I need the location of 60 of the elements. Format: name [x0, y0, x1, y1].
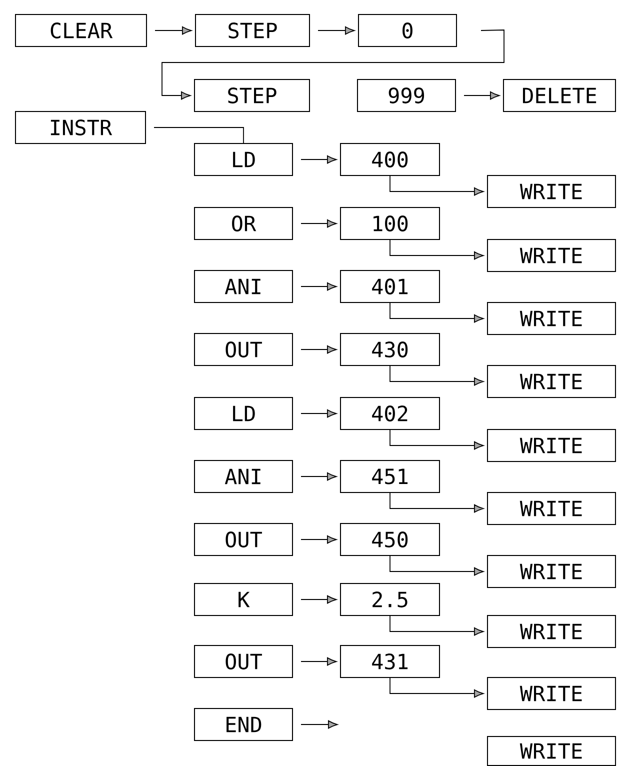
key-box: WRITE	[487, 175, 616, 208]
arrow	[318, 26, 355, 35]
key-box: LD	[194, 397, 293, 430]
key-box: 400	[340, 143, 440, 176]
arrow	[390, 678, 484, 698]
key-box: 450	[340, 523, 440, 556]
arrow	[300, 155, 337, 164]
arrow	[390, 492, 484, 513]
key-box: WRITE	[487, 615, 616, 648]
arrow	[390, 556, 484, 576]
key-box: WRITE	[487, 677, 616, 710]
key-box: WRITE	[487, 736, 616, 766]
arrow	[300, 595, 337, 604]
key-box: INSTR	[15, 111, 146, 144]
key-box: WRITE	[487, 555, 616, 588]
arrow	[154, 26, 192, 35]
key-box: 430	[340, 333, 440, 366]
arrow	[390, 430, 484, 450]
key-box: 402	[340, 397, 440, 430]
arrow	[390, 176, 484, 196]
arrow	[162, 30, 504, 100]
arrow	[390, 240, 484, 260]
key-box: STEP	[194, 79, 310, 112]
key-box: WRITE	[487, 239, 616, 272]
connector-line	[154, 127, 244, 144]
arrow	[390, 616, 484, 636]
arrow	[464, 91, 500, 100]
key-box: OR	[194, 207, 293, 240]
key-box: OUT	[194, 523, 293, 556]
key-box: OUT	[194, 645, 293, 678]
key-box: STEP	[195, 14, 310, 47]
key-box: WRITE	[487, 302, 616, 335]
key-box: WRITE	[487, 365, 616, 398]
key-box: 999	[357, 79, 456, 112]
key-box: ANI	[194, 460, 293, 493]
key-box: 100	[340, 207, 440, 240]
key-box: 451	[340, 460, 440, 493]
key-box: OUT	[194, 333, 293, 366]
key-box: K	[194, 583, 293, 616]
key-box: ANI	[194, 270, 293, 303]
key-box: LD	[194, 143, 293, 176]
arrow	[300, 535, 337, 544]
arrow	[300, 720, 338, 729]
key-box: CLEAR	[15, 14, 147, 47]
key-box: 431	[340, 645, 440, 678]
key-box: END	[194, 708, 293, 741]
key-box: WRITE	[487, 429, 616, 462]
key-box: WRITE	[487, 492, 616, 525]
key-box: 401	[340, 270, 440, 303]
arrow	[300, 472, 337, 481]
arrow	[300, 219, 337, 228]
key-box: 2.5	[340, 583, 440, 616]
arrow	[300, 409, 337, 418]
arrow	[300, 657, 337, 666]
arrow	[390, 302, 484, 323]
key-box: DELETE	[503, 79, 616, 112]
arrow	[300, 282, 337, 291]
key-box: 0	[358, 14, 457, 47]
arrow	[300, 345, 337, 354]
arrow	[390, 366, 484, 386]
